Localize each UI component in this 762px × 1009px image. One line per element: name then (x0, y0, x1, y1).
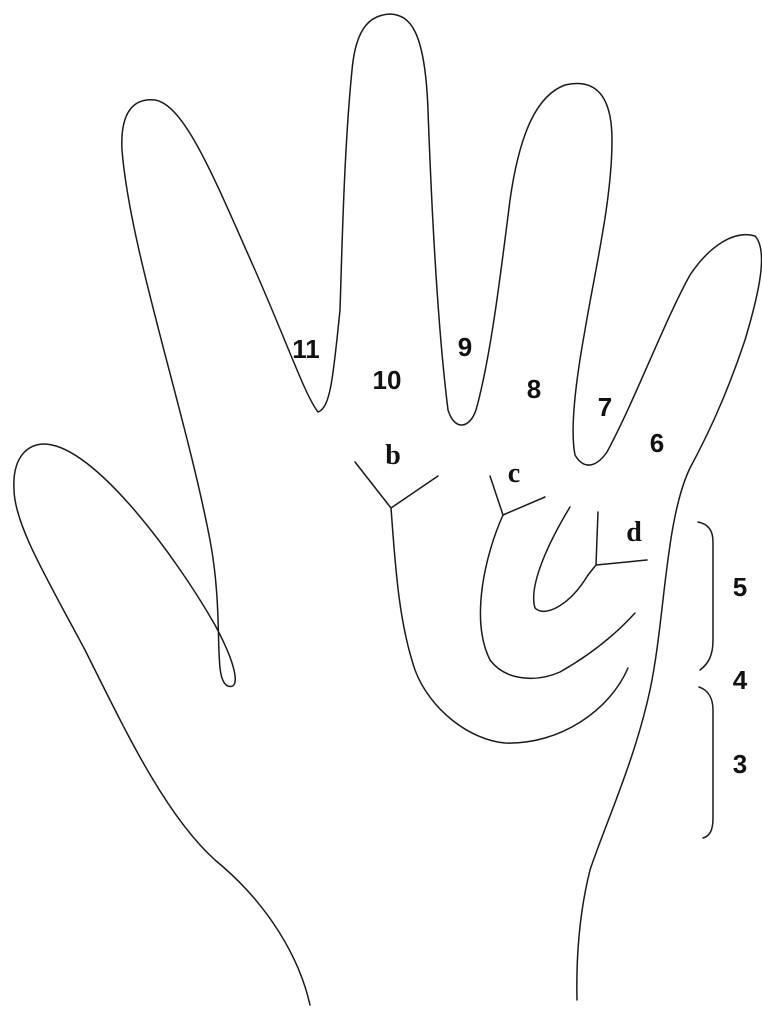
hand-outline (14, 14, 762, 1005)
label-7: 7 (598, 392, 612, 422)
label-8: 8 (527, 374, 541, 404)
label-9: 9 (458, 332, 472, 362)
crease-outer (391, 508, 628, 743)
label-b: b (385, 440, 401, 471)
label-4: 4 (733, 665, 748, 695)
crease-inner (534, 507, 588, 611)
label-c: c (508, 458, 520, 489)
crease-middle (480, 515, 635, 678)
label-11: 11 (292, 334, 320, 364)
label-5: 5 (733, 572, 747, 602)
label-6: 6 (650, 428, 664, 458)
label-3: 3 (733, 749, 747, 779)
label-d: d (626, 517, 642, 548)
bracket-5 (698, 522, 713, 670)
bracket-3 (699, 687, 713, 838)
label-10: 10 (373, 365, 402, 395)
